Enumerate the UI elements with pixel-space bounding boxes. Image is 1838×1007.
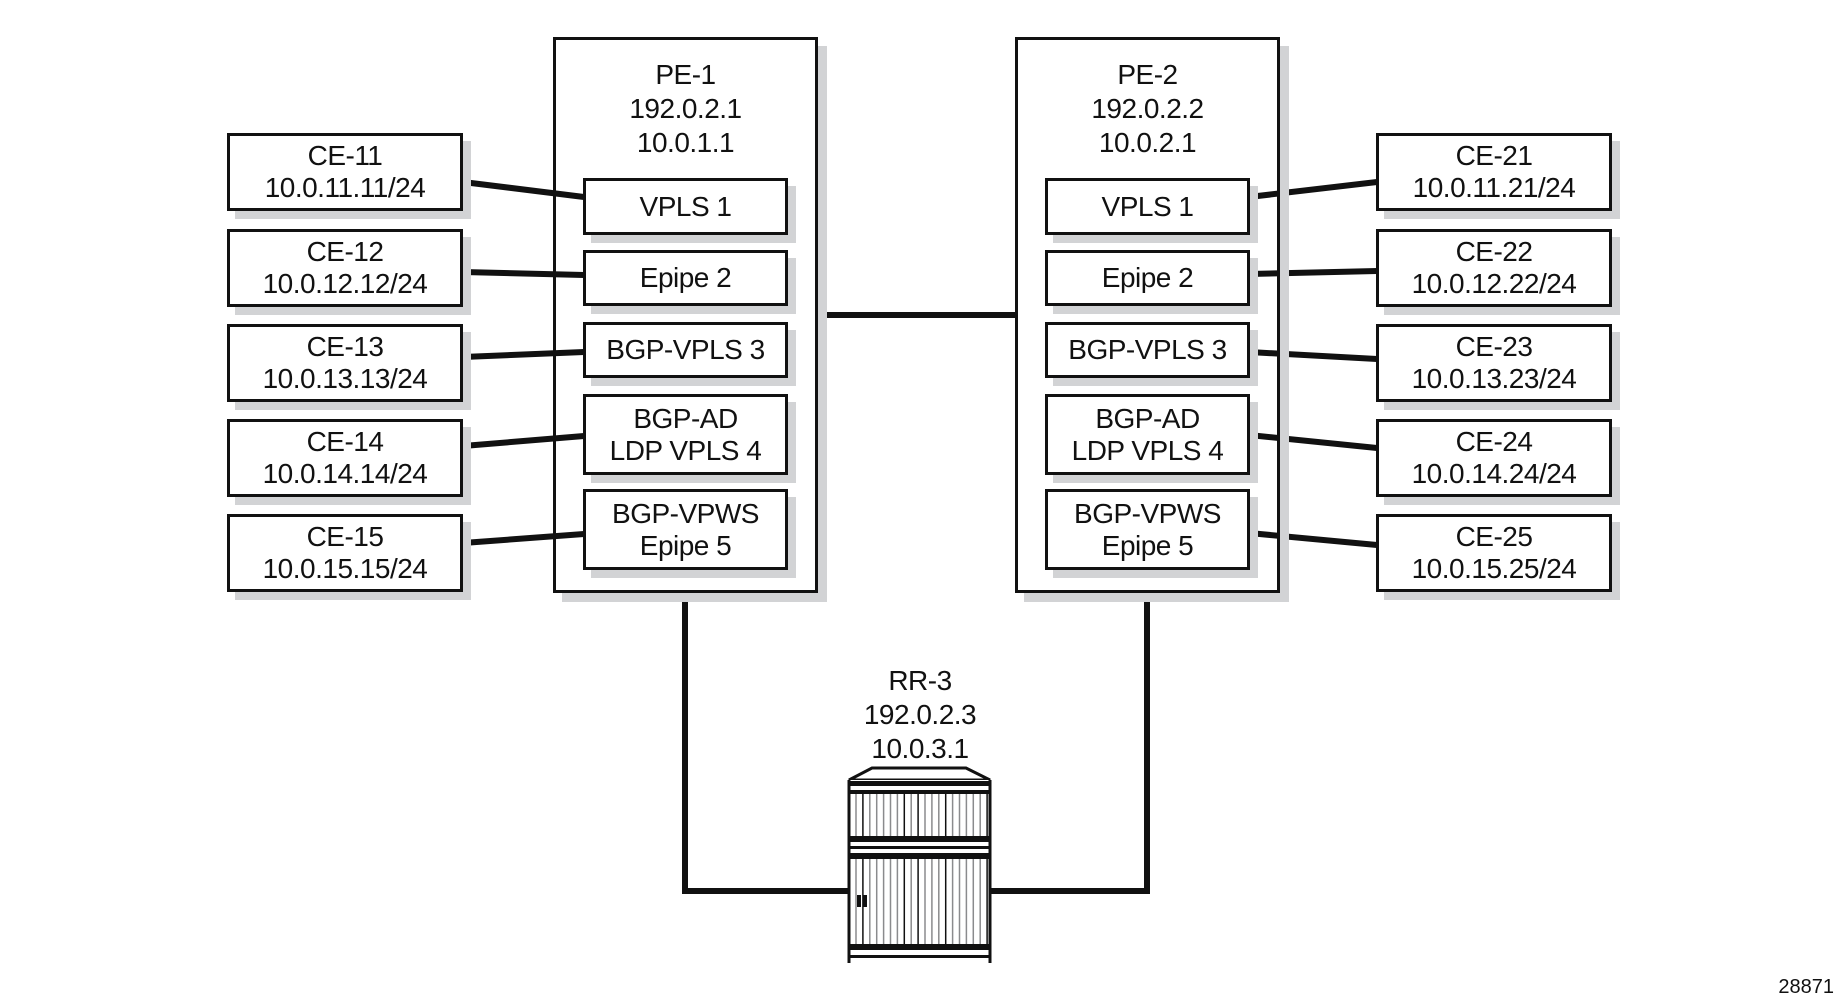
service-label: BGP-VPWS <box>1074 497 1221 529</box>
ce-ip: 10.0.15.25/24 <box>1411 553 1577 584</box>
pe2-name: PE-2 <box>1117 59 1178 90</box>
ce-ip: 10.0.13.23/24 <box>1411 363 1577 394</box>
service-label: BGP-VPLS 3 <box>1068 334 1227 365</box>
ce-name: CE-25 <box>1455 521 1533 552</box>
link-ce12-pe1 <box>462 269 585 278</box>
rr3-system-ip: 192.0.2.3 <box>863 699 977 730</box>
rr3-name: RR-3 <box>888 665 952 696</box>
ce-node-ce23: CE-23 10.0.13.23/24 <box>1376 324 1612 402</box>
rr3-interface-ip: 10.0.3.1 <box>871 733 969 764</box>
ce-ip: 10.0.11.21/24 <box>1412 172 1576 203</box>
link-ce25-pe2 <box>1248 530 1378 548</box>
pe2-service-epipe2: Epipe 2 <box>1045 250 1250 306</box>
link-ce21-pe2 <box>1248 179 1378 200</box>
pe1-interface-ip: 10.0.1.1 <box>636 127 735 158</box>
ce-node-ce21: CE-21 10.0.11.21/24 <box>1376 133 1612 211</box>
pe1-service-bgp-vpws-epipe5: BGP-VPWS Epipe 5 <box>583 489 788 570</box>
ce-node-ce13: CE-13 10.0.13.13/24 <box>227 324 463 402</box>
link-ce11-pe1 <box>462 179 585 200</box>
ce-node-ce11: CE-11 10.0.11.11/24 <box>227 133 463 211</box>
link-pe1-rr3 <box>682 592 848 894</box>
router-chassis-icon <box>847 766 992 964</box>
link-ce13-pe1 <box>462 349 585 360</box>
link-ce15-pe1 <box>462 531 585 546</box>
ce-ip: 10.0.14.14/24 <box>262 458 428 489</box>
ce-node-ce15: CE-15 10.0.15.15/24 <box>227 514 463 592</box>
ce-node-ce22: CE-22 10.0.12.22/24 <box>1376 229 1612 307</box>
service-label-secondary: Epipe 5 <box>1101 529 1194 561</box>
service-label-secondary: LDP VPLS 4 <box>609 434 762 466</box>
service-label: BGP-VPLS 3 <box>606 334 765 365</box>
ce-node-ce25: CE-25 10.0.15.25/24 <box>1376 514 1612 592</box>
ce-name: CE-13 <box>306 331 384 362</box>
service-label: BGP-AD <box>633 402 738 434</box>
service-label: VPLS 1 <box>1101 190 1194 222</box>
figure-id: 28871 <box>1778 976 1834 998</box>
pe1-service-vpls1: VPLS 1 <box>583 178 788 235</box>
ce-name: CE-22 <box>1455 236 1533 267</box>
pe2-service-bgp-ad-ldp-vpls4: BGP-AD LDP VPLS 4 <box>1045 394 1250 475</box>
pe1-system-ip: 192.0.2.1 <box>629 93 742 124</box>
ce-ip: 10.0.11.11/24 <box>264 172 426 203</box>
pe1-service-bgp-ad-ldp-vpls4: BGP-AD LDP VPLS 4 <box>583 394 788 475</box>
ce-ip: 10.0.12.22/24 <box>1411 268 1577 299</box>
link-ce22-pe2 <box>1248 268 1378 277</box>
service-label: BGP-AD <box>1095 402 1200 434</box>
ce-ip: 10.0.13.13/24 <box>262 363 428 394</box>
pe-router-pe1: PE-1 192.0.2.1 10.0.1.1 <box>553 37 818 593</box>
ce-name: CE-15 <box>306 521 384 552</box>
ce-node-ce14: CE-14 10.0.14.14/24 <box>227 419 463 497</box>
pe-router-pe2: PE-2 192.0.2.2 10.0.2.1 <box>1015 37 1280 593</box>
rr3-label: RR-3 192.0.2.3 10.0.3.1 <box>820 664 1020 766</box>
pe2-service-bgp-vpls3: BGP-VPLS 3 <box>1045 322 1250 378</box>
ce-name: CE-12 <box>306 236 384 267</box>
ce-name: CE-14 <box>306 426 384 457</box>
service-label-secondary: Epipe 5 <box>639 529 732 561</box>
ce-name: CE-11 <box>307 140 383 171</box>
link-ce24-pe2 <box>1248 432 1378 451</box>
service-label-secondary: LDP VPLS 4 <box>1071 434 1224 466</box>
pe1-name: PE-1 <box>655 59 716 90</box>
ce-name: CE-24 <box>1455 426 1533 457</box>
ce-name: CE-21 <box>1455 140 1533 171</box>
service-label: Epipe 2 <box>639 262 732 293</box>
pe2-service-bgp-vpws-epipe5: BGP-VPWS Epipe 5 <box>1045 489 1250 570</box>
ce-node-ce12: CE-12 10.0.12.12/24 <box>227 229 463 307</box>
service-label: Epipe 2 <box>1101 262 1194 293</box>
link-pe2-rr3 <box>991 592 1150 894</box>
pe1-label: PE-1 192.0.2.1 10.0.1.1 <box>556 58 815 160</box>
pe2-system-ip: 192.0.2.2 <box>1091 93 1204 124</box>
pe1-service-epipe2: Epipe 2 <box>583 250 788 306</box>
link-ce23-pe2 <box>1248 349 1378 362</box>
ce-node-ce24: CE-24 10.0.14.24/24 <box>1376 419 1612 497</box>
ce-ip: 10.0.15.15/24 <box>262 553 428 584</box>
pe1-service-bgp-vpls3: BGP-VPLS 3 <box>583 322 788 378</box>
ce-ip: 10.0.12.12/24 <box>262 268 428 299</box>
pe2-service-vpls1: VPLS 1 <box>1045 178 1250 235</box>
link-ce14-pe1 <box>462 433 585 449</box>
service-label: VPLS 1 <box>639 190 732 222</box>
pe2-interface-ip: 10.0.2.1 <box>1098 127 1197 158</box>
ce-name: CE-23 <box>1455 331 1533 362</box>
pe2-label: PE-2 192.0.2.2 10.0.2.1 <box>1018 58 1277 160</box>
service-label: BGP-VPWS <box>612 497 759 529</box>
ce-ip: 10.0.14.24/24 <box>1411 458 1577 489</box>
